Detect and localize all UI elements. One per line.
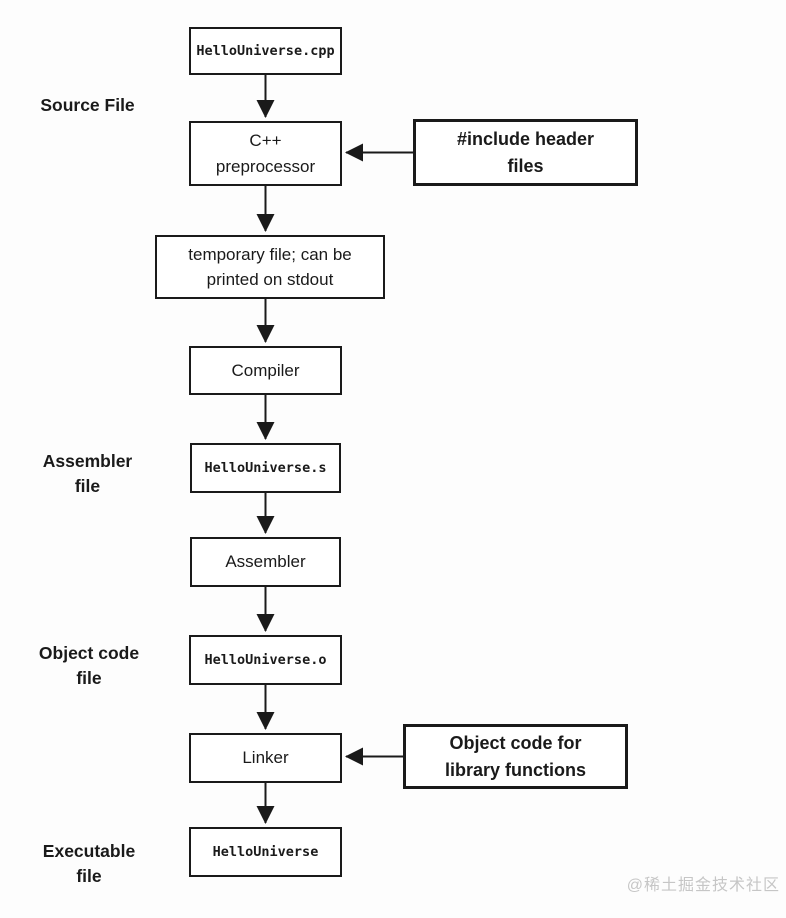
node-cpp-preprocessor: C++ preprocessor bbox=[189, 121, 342, 186]
stage-label-assembler-file: Assembler file bbox=[42, 451, 133, 496]
node-assembler: Assembler bbox=[190, 537, 341, 587]
stage-label-object-code-file: Object code file bbox=[38, 643, 140, 688]
annotation-include-header-files: #include header files bbox=[413, 119, 638, 186]
annotation-object-code-libraries: Object code for library functions bbox=[403, 724, 628, 789]
stage-label-source-file: Source File bbox=[40, 95, 135, 115]
node-source-file: HelloUniverse.cpp bbox=[189, 27, 342, 75]
node-executable-file: HelloUniverse bbox=[189, 827, 342, 877]
node-linker: Linker bbox=[189, 733, 342, 783]
stage-label-executable-file: Executable file bbox=[42, 841, 136, 886]
node-compiler: Compiler bbox=[189, 346, 342, 395]
node-object-file: HelloUniverse.o bbox=[189, 635, 342, 685]
node-temporary-file: temporary file; can be printed on stdout bbox=[155, 235, 385, 299]
watermark-text: @稀土掘金技术社区 bbox=[626, 877, 780, 894]
node-assembly-file: HelloUniverse.s bbox=[190, 443, 341, 493]
